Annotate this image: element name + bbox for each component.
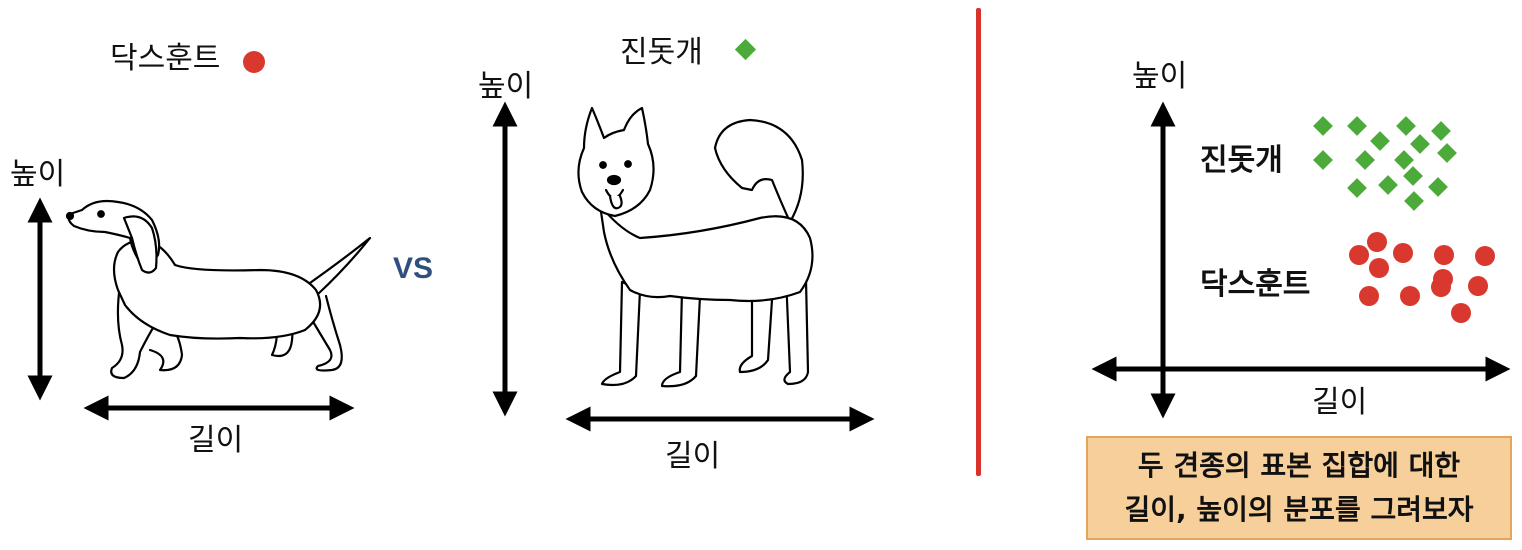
jindo-point [1347, 178, 1367, 198]
jindo-length-label: 길이 [665, 439, 721, 474]
dachshund-point [1367, 232, 1387, 252]
scatter-x-axis-label: 길이 [1312, 385, 1368, 420]
jindo-point [1437, 143, 1457, 163]
dachshund-point [1434, 245, 1454, 265]
dachshund-point [1451, 303, 1471, 323]
jindo-cluster-label: 진돗개 [1200, 143, 1283, 178]
jindo-point [1428, 177, 1448, 197]
panel-divider [976, 8, 981, 476]
dachshund-points [1349, 232, 1495, 323]
jindo-dog-illustration [577, 106, 814, 388]
jindo-point [1347, 116, 1367, 136]
jindo-point [1404, 191, 1424, 211]
jindo-legend-marker [734, 38, 757, 61]
jindo-height-label: 높이 [478, 69, 534, 104]
jindo-point [1431, 121, 1451, 141]
dachshund-length-label: 길이 [188, 423, 244, 458]
dachshund-point [1359, 286, 1379, 306]
dachshund-point [1369, 258, 1389, 278]
dachshund-point [1475, 246, 1495, 266]
dachshund-point [1400, 286, 1420, 306]
jindo-point [1355, 150, 1375, 170]
jindo-legend-label: 진돗개 [620, 35, 703, 70]
jindo-point [1410, 134, 1430, 154]
jindo-point [1403, 166, 1423, 186]
caption-box: 두 견종의 표본 집합에 대한 길이, 높이의 분포를 그려보자 [1086, 436, 1512, 540]
caption-line-1: 두 견종의 표본 집합에 대한 [1137, 449, 1461, 482]
vs-label: VS [393, 252, 434, 285]
scatter-y-axis-label: 높이 [1132, 59, 1188, 94]
dachshund-legend-label: 닥스훈트 [110, 41, 221, 76]
jindo-point [1396, 116, 1416, 136]
jindo-point [1313, 150, 1333, 170]
dachshund-height-label: 높이 [10, 157, 66, 192]
jindo-point [1370, 131, 1390, 151]
jindo-point [1394, 150, 1414, 170]
jindo-points [1313, 116, 1457, 211]
dachshund-cluster-label: 닥스훈트 [1200, 267, 1311, 302]
dachshund-point [1393, 243, 1413, 263]
caption-line-2: 길이, 높이의 분포를 그려보자 [1124, 493, 1474, 526]
dachshund-point [1349, 245, 1369, 265]
dachshund-point [1468, 276, 1488, 296]
dachshund-illustration [65, 199, 372, 380]
dachshund-legend-marker [243, 51, 265, 73]
jindo-point [1378, 175, 1398, 195]
dachshund-point [1431, 277, 1451, 297]
jindo-point [1313, 116, 1333, 136]
